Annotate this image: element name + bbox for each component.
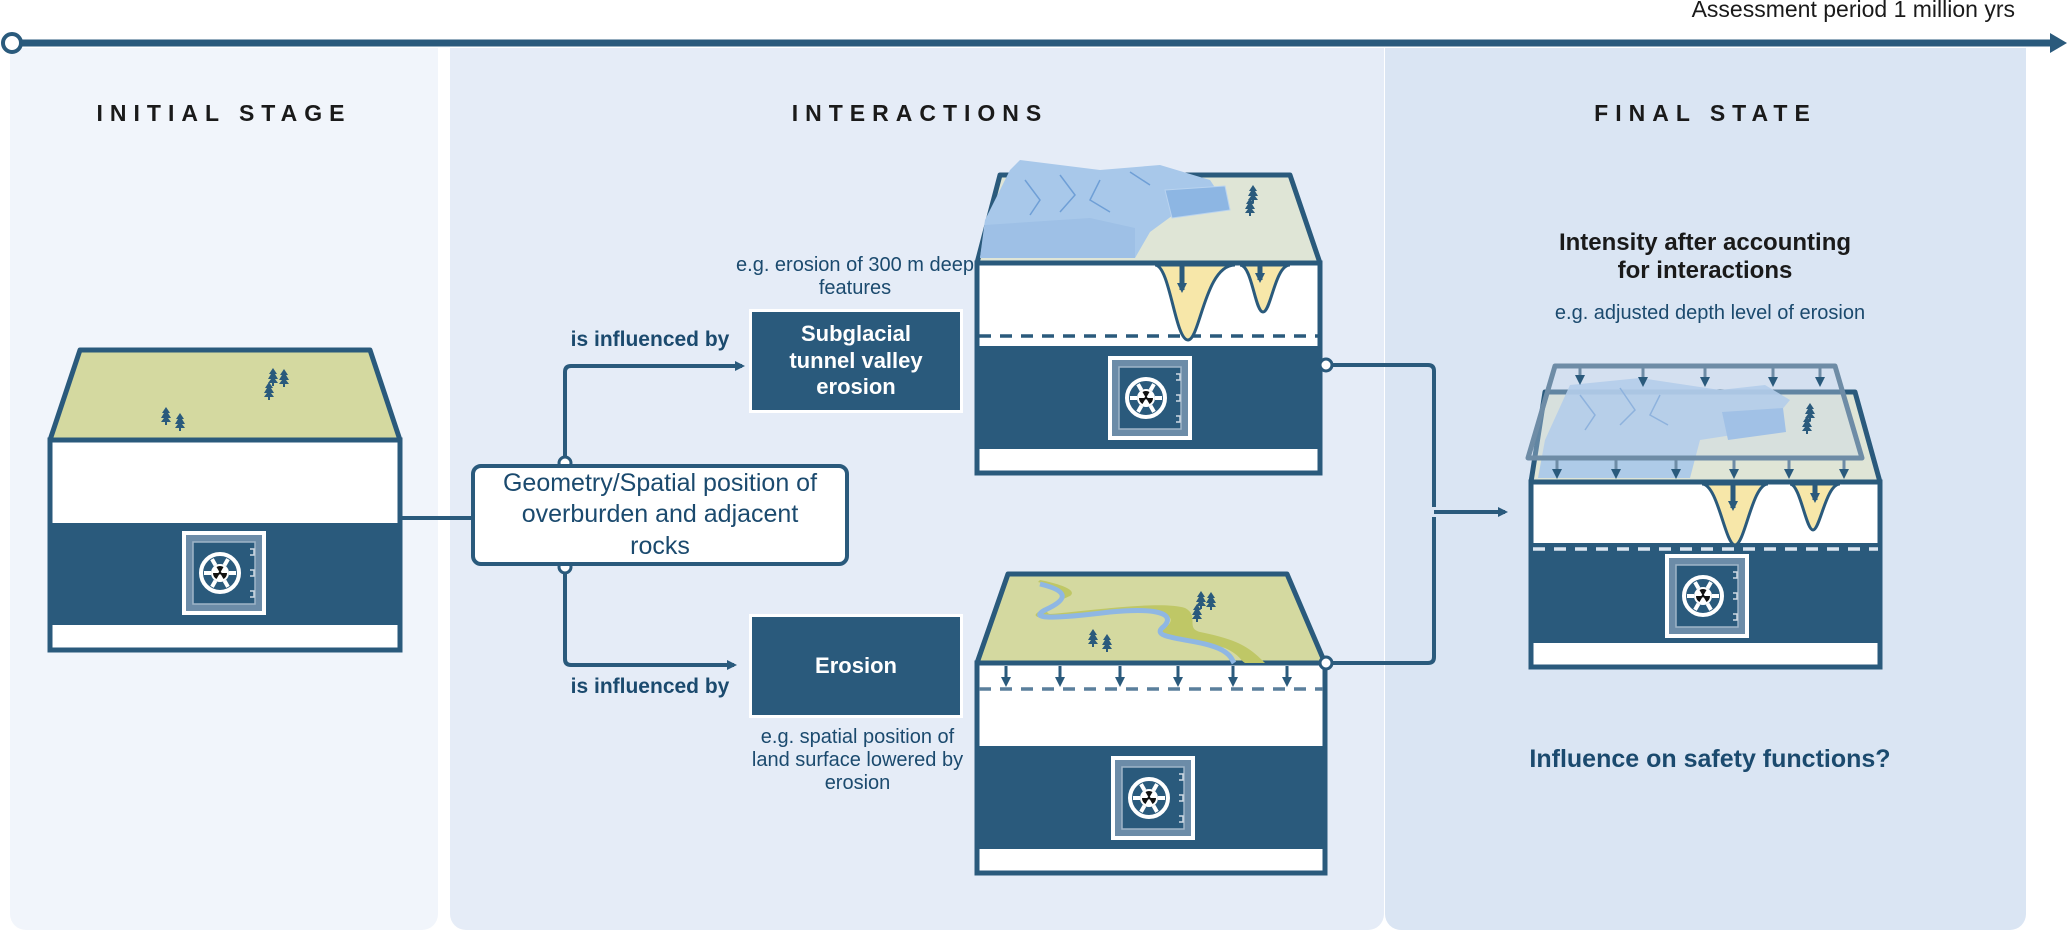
initial-block-diagram <box>47 347 403 653</box>
erosion-block-diagram <box>974 571 1328 876</box>
connector-to-tunnel-valley <box>557 361 745 471</box>
erosion-label: Erosion <box>815 652 897 678</box>
timeline-label: Assessment period 1 million yrs <box>1691 0 2015 22</box>
final-state-example: e.g. adjusted depth level of erosion <box>1554 302 1866 324</box>
final-state-heading: Intensity after accounting for interacti… <box>1558 229 1852 284</box>
final-state-block-diagram <box>1525 363 1883 670</box>
connector-merge-to-final <box>1318 357 1508 671</box>
erosion-box[interactable]: Erosion <box>752 617 960 715</box>
center-node-label: Geometry/Spatial position of overburden … <box>502 469 818 560</box>
initial-stage-title: INITIAL STAGE <box>96 100 352 126</box>
radioactive-vault-icon <box>180 529 268 617</box>
tunnel-valley-erosion-label: Subglacial tunnel valley erosion <box>789 321 923 400</box>
interactions-title: INTERACTIONS <box>791 100 1049 126</box>
final-state-title: FINAL STATE <box>1594 100 1817 126</box>
influence-label-top: is influenced by <box>570 328 730 351</box>
tunnel-valley-erosion-box[interactable]: Subglacial tunnel valley erosion <box>752 312 960 410</box>
tunnel-valley-example: e.g. erosion of 300 m deep features <box>736 254 974 299</box>
erosion-example: e.g. spatial position of land surface lo… <box>751 726 964 794</box>
safety-functions-question: Influence on safety functions? <box>1529 745 1891 773</box>
tunnel-valley-block-diagram <box>974 160 1323 476</box>
geometry-spatial-position-node[interactable]: Geometry/Spatial position of overburden … <box>471 464 849 566</box>
influence-label-bottom: is influenced by <box>570 675 730 698</box>
timeline-arrow <box>1 32 2067 54</box>
connector-to-erosion <box>557 559 737 670</box>
